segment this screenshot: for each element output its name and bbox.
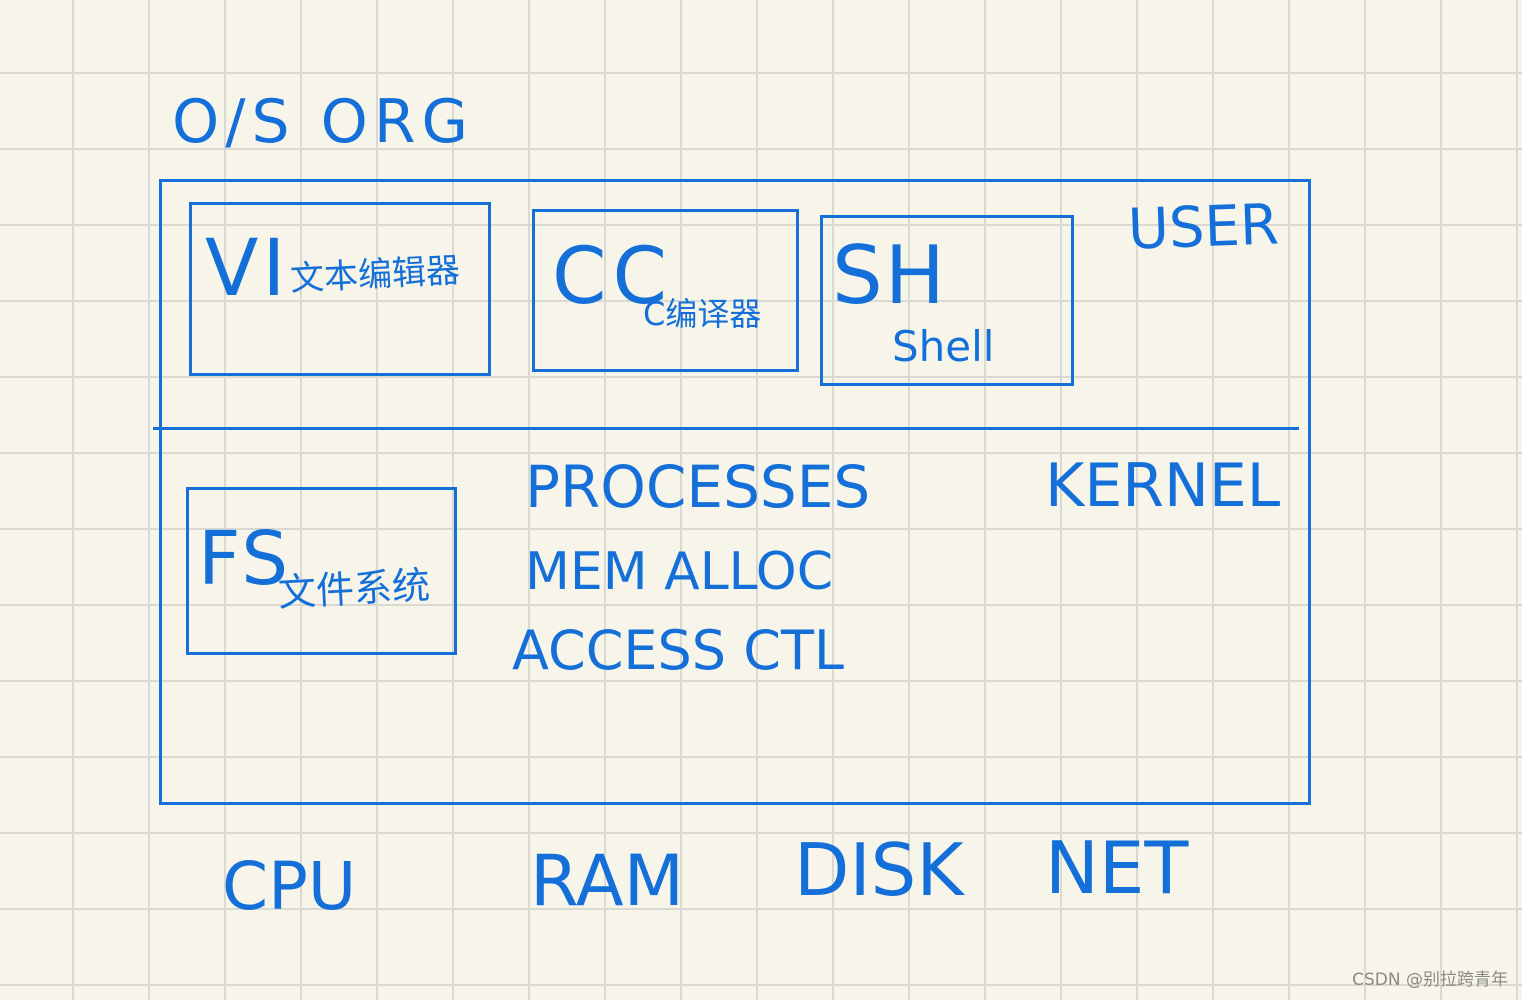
program-cc-note: C编译器: [643, 295, 762, 333]
program-sh-note: Shell: [892, 322, 995, 371]
diagram-title: O/S ORG: [172, 87, 475, 157]
program-box-cc: [532, 209, 799, 372]
kernel-service-access-ctl: ACCESS CTL: [512, 619, 845, 682]
fs-name: FS: [198, 516, 291, 602]
hardware-net: NET: [1045, 826, 1189, 910]
hardware-ram: RAM: [530, 840, 685, 922]
kernel-service-processes: PROCESSES: [525, 453, 871, 521]
hardware-cpu: CPU: [222, 848, 357, 925]
fs-box: [186, 487, 457, 655]
hardware-disk: DISK: [794, 828, 964, 912]
os-outer-box: [159, 179, 1311, 805]
program-box-vi: [189, 202, 491, 376]
watermark: CSDN @别拉跨青年: [1352, 970, 1508, 990]
fs-note: 文件系统: [276, 563, 432, 615]
kernel-space-label: KERNEL: [1045, 451, 1281, 521]
program-cc-name: CC: [552, 232, 673, 322]
kernel-service-mem-alloc: MEM ALLOC: [525, 542, 834, 602]
program-vi-note: 文本编辑器: [289, 250, 461, 300]
user-kernel-divider: [153, 427, 1299, 430]
program-sh-name: SH: [832, 229, 947, 322]
program-box-sh: [820, 215, 1074, 386]
program-vi-name: VI: [205, 224, 290, 314]
user-space-label: USER: [1126, 192, 1280, 263]
